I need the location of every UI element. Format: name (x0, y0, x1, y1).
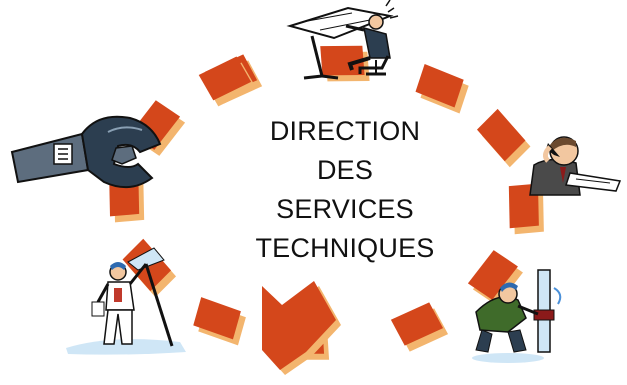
title-line-1: DIRECTION (225, 112, 465, 151)
title-line-4: TECHNIQUES (225, 229, 465, 268)
phone-businessman-icon (530, 137, 620, 195)
title-line-2: DES (225, 151, 465, 190)
cycle-arrowhead (262, 281, 341, 375)
center-title: DIRECTION DES SERVICES TECHNIQUES (225, 112, 465, 268)
painter-icon (66, 248, 186, 355)
wrench-icon (12, 117, 160, 187)
title-line-3: SERVICES (225, 190, 465, 229)
